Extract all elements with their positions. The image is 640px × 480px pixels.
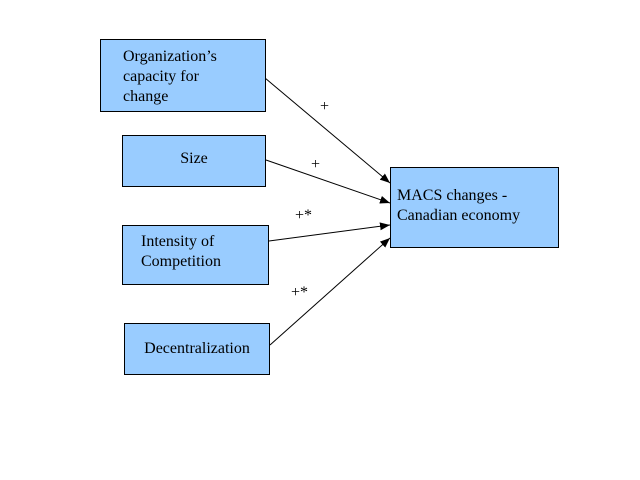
node-macs-line-1: MACS changes - <box>397 187 508 204</box>
node-size: Size <box>122 135 266 187</box>
edge-sign-capacity: + <box>320 98 330 115</box>
node-competition-line-2: Competition <box>141 253 221 270</box>
node-capacity-line-1: Organization’s <box>123 48 217 65</box>
node-capacity-for-change: Organization’s capacity for change <box>100 39 266 112</box>
edge-sign-size: + <box>311 156 321 173</box>
node-competition-line-1: Intensity of <box>141 233 215 250</box>
node-decentralization-label: Decentralization <box>144 340 250 357</box>
edge-sign-competition: +* <box>295 207 313 224</box>
arrow-capacity-to-macs <box>264 77 391 184</box>
arrow-competition-to-macs <box>268 222 391 242</box>
node-capacity-line-3: change <box>123 88 169 105</box>
node-capacity-line-2: capacity for <box>123 68 199 85</box>
arrow-decentralization-to-macs <box>269 237 391 346</box>
node-intensity-of-competition: Intensity of Competition <box>122 225 269 285</box>
node-decentralization: Decentralization <box>124 323 270 375</box>
edge-sign-decentralization: +* <box>291 284 309 301</box>
arrow-size-to-macs <box>265 159 391 204</box>
node-macs-changes: MACS changes - Canadian economy <box>390 167 559 248</box>
node-size-label: Size <box>180 150 208 167</box>
node-macs-line-2: Canadian economy <box>397 207 521 224</box>
